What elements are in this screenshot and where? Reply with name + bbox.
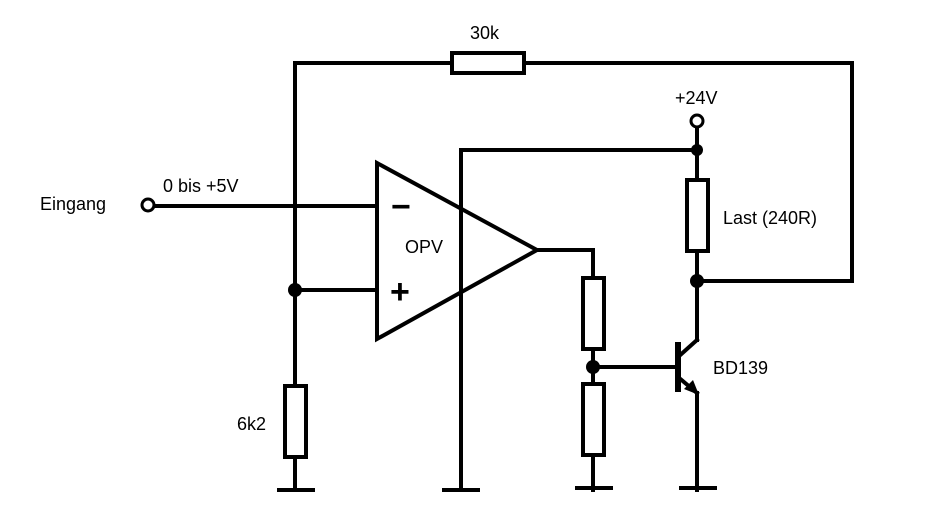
feedback-wire	[293, 61, 854, 492]
junction-dot-supply	[691, 144, 703, 156]
input-terminal	[140, 197, 156, 213]
ground-resistor-label: 6k2	[237, 414, 266, 434]
opamp-output-wire	[535, 248, 595, 280]
opamp-inverting-sign: −	[391, 188, 411, 226]
supply-terminal	[689, 113, 705, 129]
input-range-label: 0 bis +5V	[163, 176, 239, 196]
junction-dot-collector	[690, 274, 704, 288]
opamp-non-inverting-sign: +	[390, 273, 410, 311]
junction-dot-left	[288, 283, 302, 297]
opamp-symbol	[375, 159, 542, 343]
divider-resistor-bottom	[581, 382, 606, 457]
supply-label: +24V	[675, 88, 718, 108]
opamp-supply-wire	[459, 148, 699, 492]
ground-resistor	[283, 384, 308, 459]
load-resistor	[685, 178, 710, 253]
divider-resistor-top	[581, 276, 606, 351]
input-name-label: Eingang	[40, 194, 106, 214]
feedback-resistor-label: 30k	[470, 23, 500, 43]
opamp-label: OPV	[405, 237, 443, 257]
transistor-symbol	[675, 337, 700, 396]
load-label: Last (240R)	[723, 208, 817, 228]
transistor-label: BD139	[713, 358, 768, 378]
feedback-resistor	[450, 51, 526, 75]
